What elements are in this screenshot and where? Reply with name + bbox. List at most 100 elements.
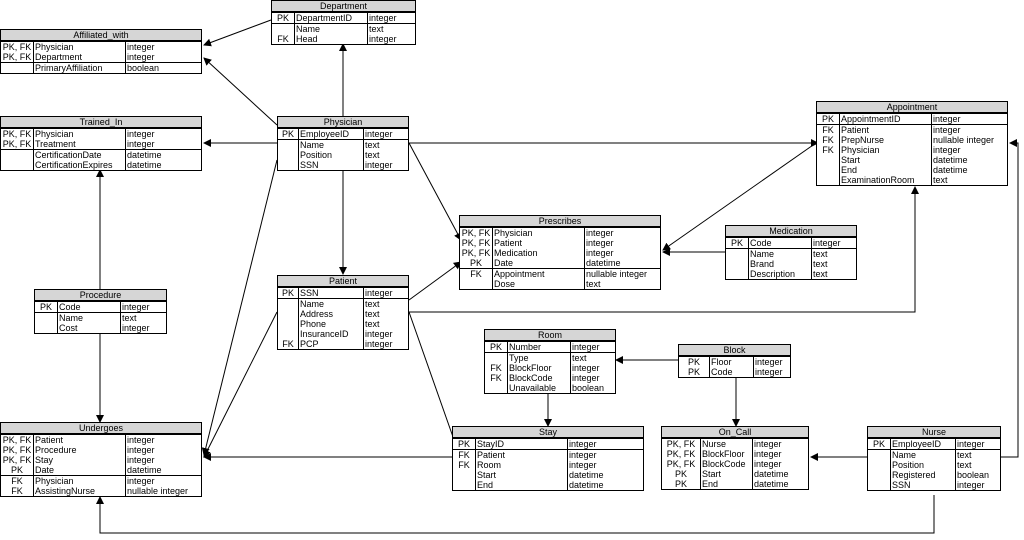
attribute-type: datetime bbox=[933, 165, 968, 175]
attribute-type: integer bbox=[754, 449, 782, 459]
column-divider bbox=[955, 450, 956, 490]
attribute-name: Date bbox=[494, 258, 514, 268]
attribute-type: integer bbox=[365, 288, 393, 298]
attribute-name: PrimaryAffiliation bbox=[35, 63, 103, 73]
relationship-arrow-patient-to-stay bbox=[408, 311, 461, 455]
key-marker bbox=[278, 160, 298, 170]
column-divider bbox=[700, 439, 701, 489]
attribute-type: integer bbox=[572, 342, 600, 352]
key-marker: FK bbox=[822, 125, 834, 135]
key-marker bbox=[278, 140, 298, 150]
column-divider bbox=[57, 302, 58, 312]
column-divider bbox=[748, 238, 749, 248]
attribute-type: integer bbox=[933, 145, 961, 155]
attribute-name: Start bbox=[477, 470, 497, 480]
attribute-type: nullable integer bbox=[933, 135, 995, 145]
column-divider bbox=[931, 114, 932, 124]
attribute-name: Treatment bbox=[35, 139, 76, 149]
column-divider bbox=[475, 439, 476, 449]
attribute-name: Name bbox=[750, 249, 775, 259]
column-divider bbox=[839, 125, 840, 185]
relationship-arrow-physician-to-undergoes bbox=[201, 159, 278, 456]
key-marker: PK bbox=[10, 465, 23, 475]
key-marker bbox=[726, 249, 748, 259]
attribute-type: datetime bbox=[754, 479, 789, 489]
attribute-name: Patient bbox=[477, 450, 506, 460]
key-marker bbox=[278, 329, 298, 339]
attribute-name: Head bbox=[296, 34, 318, 44]
entity-title: Room bbox=[485, 330, 615, 342]
key-marker bbox=[1, 160, 33, 170]
column-divider bbox=[120, 313, 121, 333]
column-divider bbox=[955, 439, 956, 449]
column-divider bbox=[298, 129, 299, 139]
attribute-name: BlockCode bbox=[509, 373, 553, 383]
key-marker bbox=[868, 480, 890, 490]
key-marker: PK bbox=[39, 302, 52, 312]
key-marker: PK bbox=[687, 357, 700, 367]
attribute-type: text bbox=[365, 319, 380, 329]
attribute-type: integer bbox=[122, 302, 150, 312]
entity-title: Block bbox=[679, 345, 790, 357]
attribute-name: CertificationExpires bbox=[35, 160, 113, 170]
relationship-arrow-nurse-to-appointment bbox=[1001, 139, 1019, 458]
column-divider bbox=[125, 42, 126, 62]
key-marker: PK bbox=[674, 469, 687, 479]
relationship-arrow-patient-to-appointment bbox=[409, 186, 919, 313]
column-divider bbox=[567, 450, 568, 490]
attribute-type: integer bbox=[365, 129, 393, 139]
attribute-name: End bbox=[841, 165, 858, 175]
key-marker: PK bbox=[281, 288, 294, 298]
key-marker bbox=[460, 279, 492, 289]
column-divider bbox=[120, 302, 121, 312]
attribute-type: integer bbox=[957, 439, 985, 449]
attribute-name: Stay bbox=[35, 455, 54, 465]
relationship-arrow-appointment-to-prescribes bbox=[662, 142, 817, 251]
key-marker: PK bbox=[687, 367, 700, 377]
attribute-type: integer bbox=[369, 34, 397, 44]
key-marker: PK, FK bbox=[2, 52, 32, 62]
relationship-arrow-nurse-to-undergoes bbox=[96, 495, 935, 534]
attribute-name: Unavailable bbox=[509, 383, 557, 393]
attribute-type: datetime bbox=[754, 469, 789, 479]
column-divider bbox=[298, 299, 299, 349]
column-divider bbox=[890, 439, 891, 449]
column-divider bbox=[890, 450, 891, 490]
attribute-name: Patient bbox=[494, 238, 523, 248]
column-divider bbox=[33, 435, 34, 475]
attribute-name: Dose bbox=[494, 279, 516, 289]
key-marker: FK bbox=[282, 339, 294, 349]
attribute-type: text bbox=[122, 313, 137, 323]
entity-title: On_Call bbox=[662, 427, 808, 439]
column-divider bbox=[492, 228, 493, 268]
attribute-type: integer bbox=[755, 357, 783, 367]
attribute-name: Floor bbox=[711, 357, 732, 367]
column-divider bbox=[125, 476, 126, 496]
